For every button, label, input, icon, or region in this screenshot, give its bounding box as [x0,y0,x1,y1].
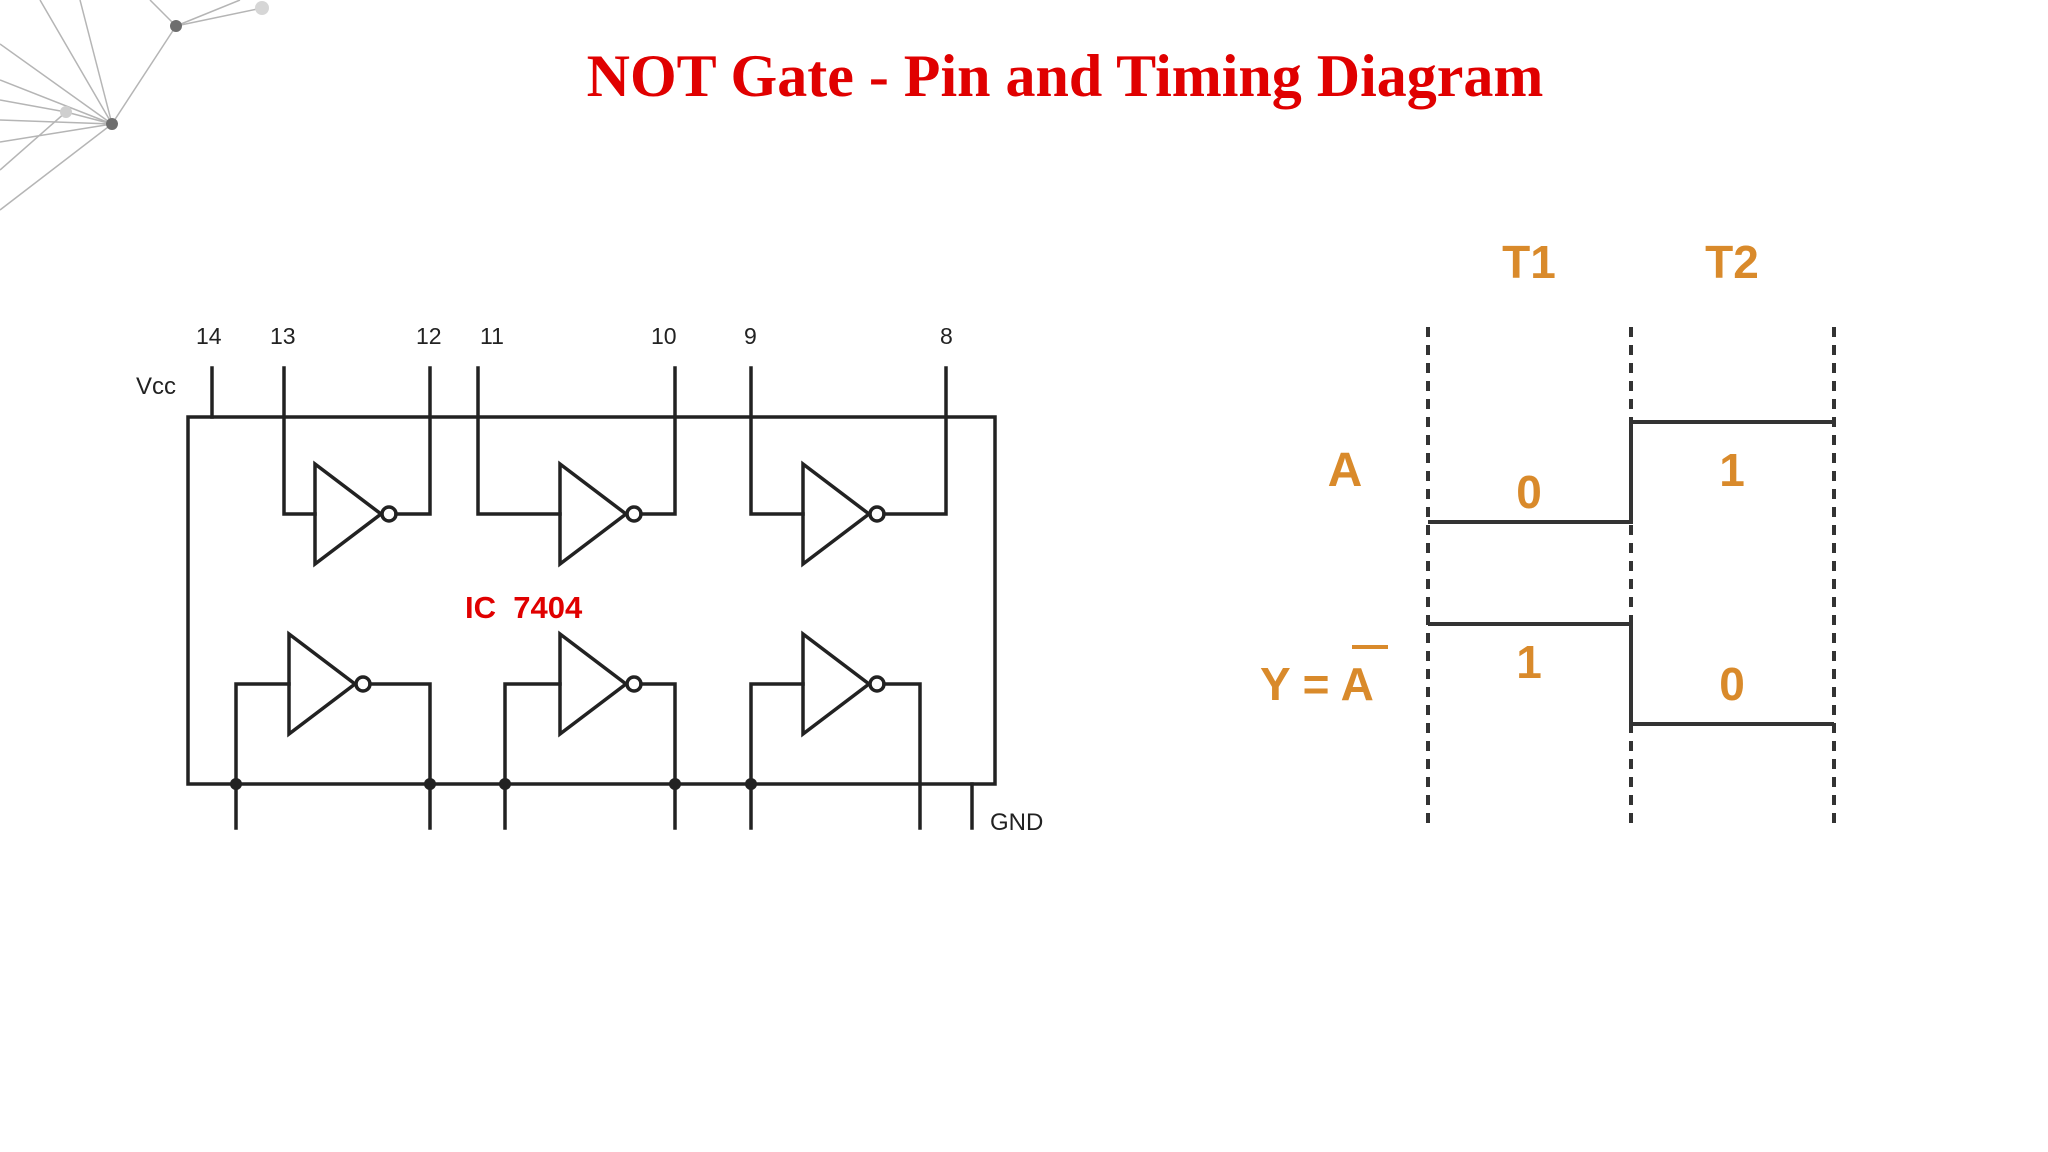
ic-body [186,415,997,786]
pin-number: 4 [672,859,685,860]
signal-a-value-t1: 0 [1516,466,1542,518]
signal-a-label: A [1328,444,1363,497]
signal-y-waveform [1428,622,1834,726]
pin-number: 11 [480,323,504,349]
signal-y-variable: A [1341,658,1374,710]
signal-y-label: Y = A [1260,658,1374,710]
signal-a-value-t2: 1 [1719,444,1745,496]
pin-number: 3 [500,859,513,860]
not-gate-bottom-3 [801,630,872,738]
pin-number: 10 [651,323,677,349]
not-gate-bottom-1 [287,630,358,738]
pin-number: 7 [963,859,976,860]
ic-label: IC 7404 [465,590,583,625]
gnd-label: GND [990,809,1043,836]
signal-y-value-t1: 1 [1516,636,1542,688]
ic-7404-pin-diagram: Vcc GND IC 7404 14 13 12 11 10 9 8 1 2 3… [136,323,1043,860]
network-node [106,118,118,130]
pin-number: 9 [744,323,757,349]
not-gate-timing-diagram: T1 T2 A Y = A 0 1 1 0 [1260,236,1836,830]
signal-y-value-t2: 0 [1719,658,1745,710]
signal-a-waveform [1428,420,1834,524]
not-gate-top-1 [313,460,384,568]
signal-y-prefix: Y = [1260,658,1341,710]
pin-number: 6 [890,859,903,860]
not-gate-bottom-2 [558,630,629,738]
vcc-label: Vcc [136,373,176,400]
pin-number: 12 [416,323,442,349]
network-node [60,106,72,118]
pin-number: 2 [405,859,418,860]
not-gate-top-3 [801,460,872,568]
period-label-t2: T2 [1705,236,1759,288]
pin-number: 14 [196,323,222,349]
corner-network-decoration [0,0,269,211]
pin-number: 1 [211,859,224,860]
network-node [170,20,182,32]
pin-number: 5 [746,859,759,860]
slide-title: NOT Gate - Pin and Timing Diagram [586,43,1544,109]
not-gate-top-2 [558,460,629,568]
period-label-t1: T1 [1502,236,1556,288]
pin-number: 13 [270,323,296,349]
pin-number: 8 [940,323,953,349]
network-node [255,1,269,15]
